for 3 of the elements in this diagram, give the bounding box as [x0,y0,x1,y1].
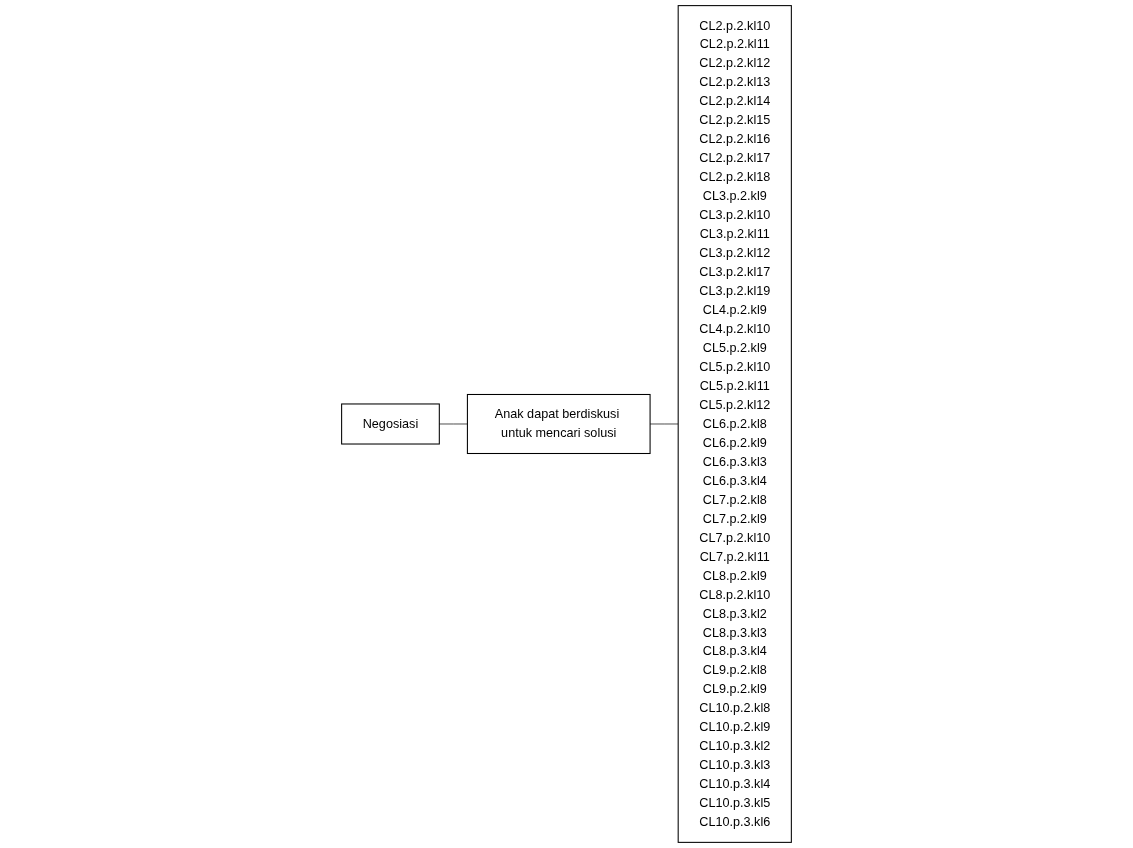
node-box: CL2.p.2.kl10 CL2.p.2.kl11 CL2.p.2.kl12 CL2.p.2.kl13 CL2.p.2.kl14 CL2.p.2.kl15 CL2.p.2.kl16 CL2.p.2.kl17 CL2.p.2.kl18 CL3.p.2.kl9 CL3.p.2.kl10 CL3.p.2.kl11 CL3.p.2.kl12 CL3.p.2.kl17 CL3.p.2.kl19 CL4.p.2.kl9 CL4.p.2.kl10 CL5.p.2.kl9 CL5.p.2.kl10 CL5.p.2.kl11 CL5.p.2.kl12 CL6.p.2.kl8 CL6.p.2.kl9 CL6.p.3.kl3 CL6.p.3.kl4 CL7.p.2.kl8 CL7.p.2.kl9 CL7.p.2.kl10 CL7.p.2.kl11 CL8.p.2.kl9 CL8.p.2.kl10 CL8.p.3.kl2 CL8.p.3.kl3 CL8.p.3.kl4 CL9.p.2.kl8 CL9.p.2.kl9 CL10.p.2.kl8 CL10.p.2.kl9 CL10.p.3.kl2 CL10.p.3.kl3 CL10.p.3.kl4 CL10.p.3.kl5 CL10.p.3.kl6 [677,5,792,843]
node-box: Negosiasi [341,403,440,445]
node-box: Anak dapat berdiskusi untuk mencari solusi [466,393,651,455]
